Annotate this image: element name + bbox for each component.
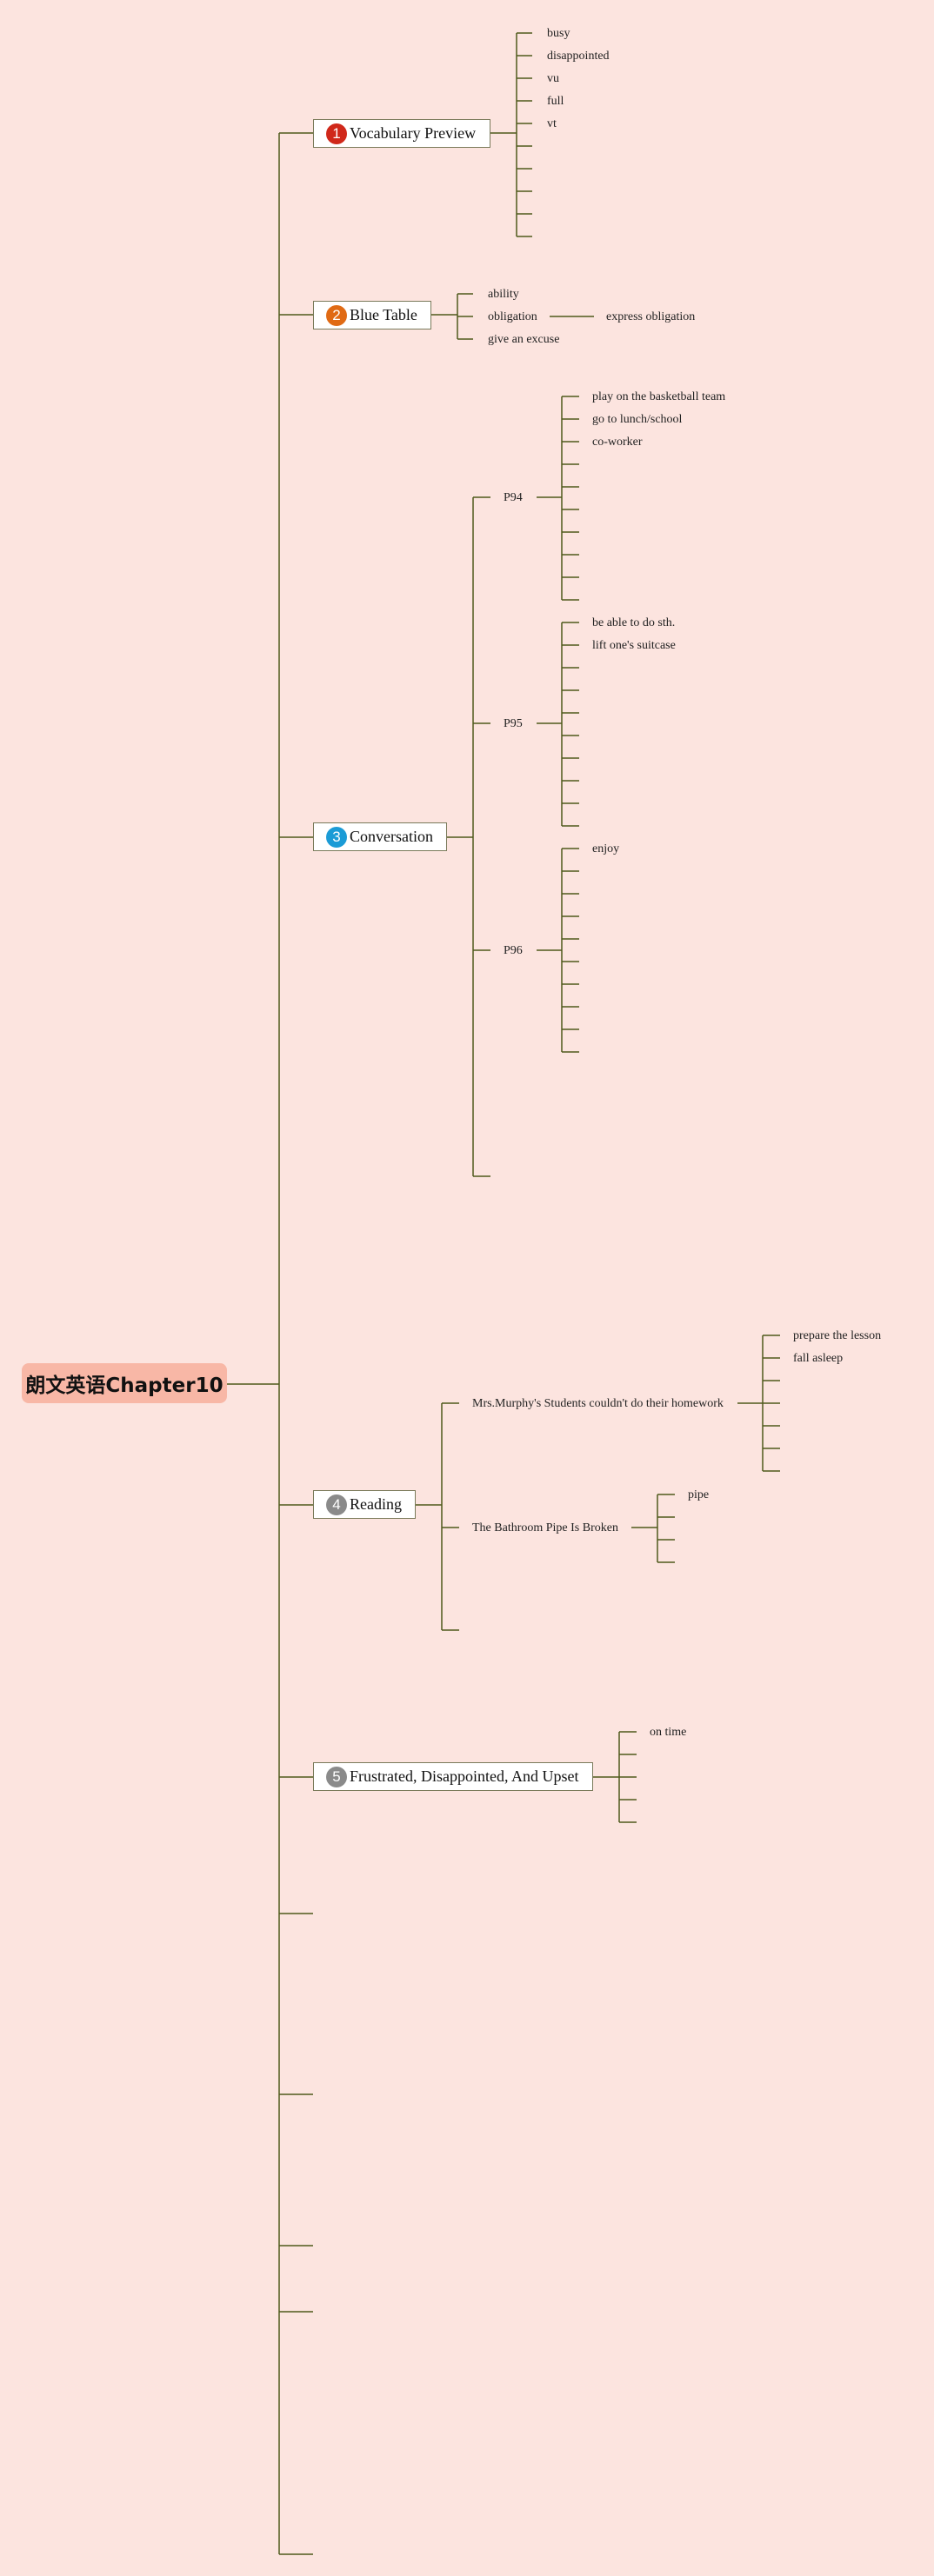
page-node-p94[interactable]: P94 — [504, 491, 523, 504]
number-badge-icon: 5 — [326, 1766, 347, 1787]
blue-table-item[interactable]: ability — [488, 288, 519, 301]
conversation-item[interactable]: go to lunch/school — [592, 413, 683, 426]
topic-blue-table[interactable]: 2 Blue Table — [313, 301, 431, 329]
page-node-p95[interactable]: P95 — [504, 717, 523, 730]
topic-frustrated-disappointed-upset[interactable]: 5 Frustrated, Disappointed, And Upset — [313, 1762, 593, 1791]
conversation-item[interactable]: enjoy — [592, 842, 620, 855]
number-badge-icon: 4 — [326, 1494, 347, 1515]
root-topic[interactable]: 朗文英语Chapter10 — [22, 1363, 227, 1403]
blue-table-item[interactable]: obligation — [488, 310, 537, 323]
vocab-item[interactable]: full — [547, 95, 564, 108]
story-node-bathroom-pipe[interactable]: The Bathroom Pipe Is Broken — [472, 1521, 618, 1534]
story-node-murphy[interactable]: Mrs.Murphy's Students couldn't do their … — [472, 1397, 724, 1410]
number-badge-icon: 1 — [326, 123, 347, 144]
page-node-p96[interactable]: P96 — [504, 944, 523, 957]
number-badge-icon: 2 — [326, 304, 347, 326]
blue-table-item[interactable]: give an excuse — [488, 333, 560, 346]
obligation-subitem[interactable]: express obligation — [606, 310, 696, 323]
root-topic-label: 朗文英语Chapter10 — [25, 1375, 223, 1397]
vocab-item[interactable]: vt — [547, 117, 557, 130]
number-badge-icon: 3 — [326, 826, 347, 848]
vocab-item[interactable]: vu — [547, 72, 559, 85]
topic-label: Reading — [350, 1495, 402, 1513]
reading-item[interactable]: prepare the lesson — [793, 1329, 882, 1342]
conversation-item[interactable]: be able to do sth. — [592, 616, 676, 629]
topic-label: Blue Table — [350, 306, 417, 323]
topic5-item[interactable]: on time — [650, 1726, 687, 1739]
topic-label: Conversation — [350, 828, 433, 845]
topic-reading[interactable]: 4 Reading — [313, 1490, 416, 1519]
vocab-item[interactable]: disappointed — [547, 50, 610, 63]
conversation-item[interactable]: play on the basketball team — [592, 390, 726, 403]
reading-item[interactable]: pipe — [688, 1488, 710, 1501]
topic-label: Frustrated, Disappointed, And Upset — [350, 1767, 579, 1785]
conversation-item[interactable]: lift one's suitcase — [592, 639, 676, 652]
topic-conversation[interactable]: 3 Conversation — [313, 822, 447, 851]
vocab-item[interactable]: busy — [547, 27, 570, 40]
topic-vocabulary-preview[interactable]: 1 Vocabulary Preview — [313, 119, 490, 148]
topic-label: Vocabulary Preview — [350, 124, 477, 142]
conversation-item[interactable]: co-worker — [592, 436, 643, 449]
reading-item[interactable]: fall asleep — [793, 1352, 844, 1365]
